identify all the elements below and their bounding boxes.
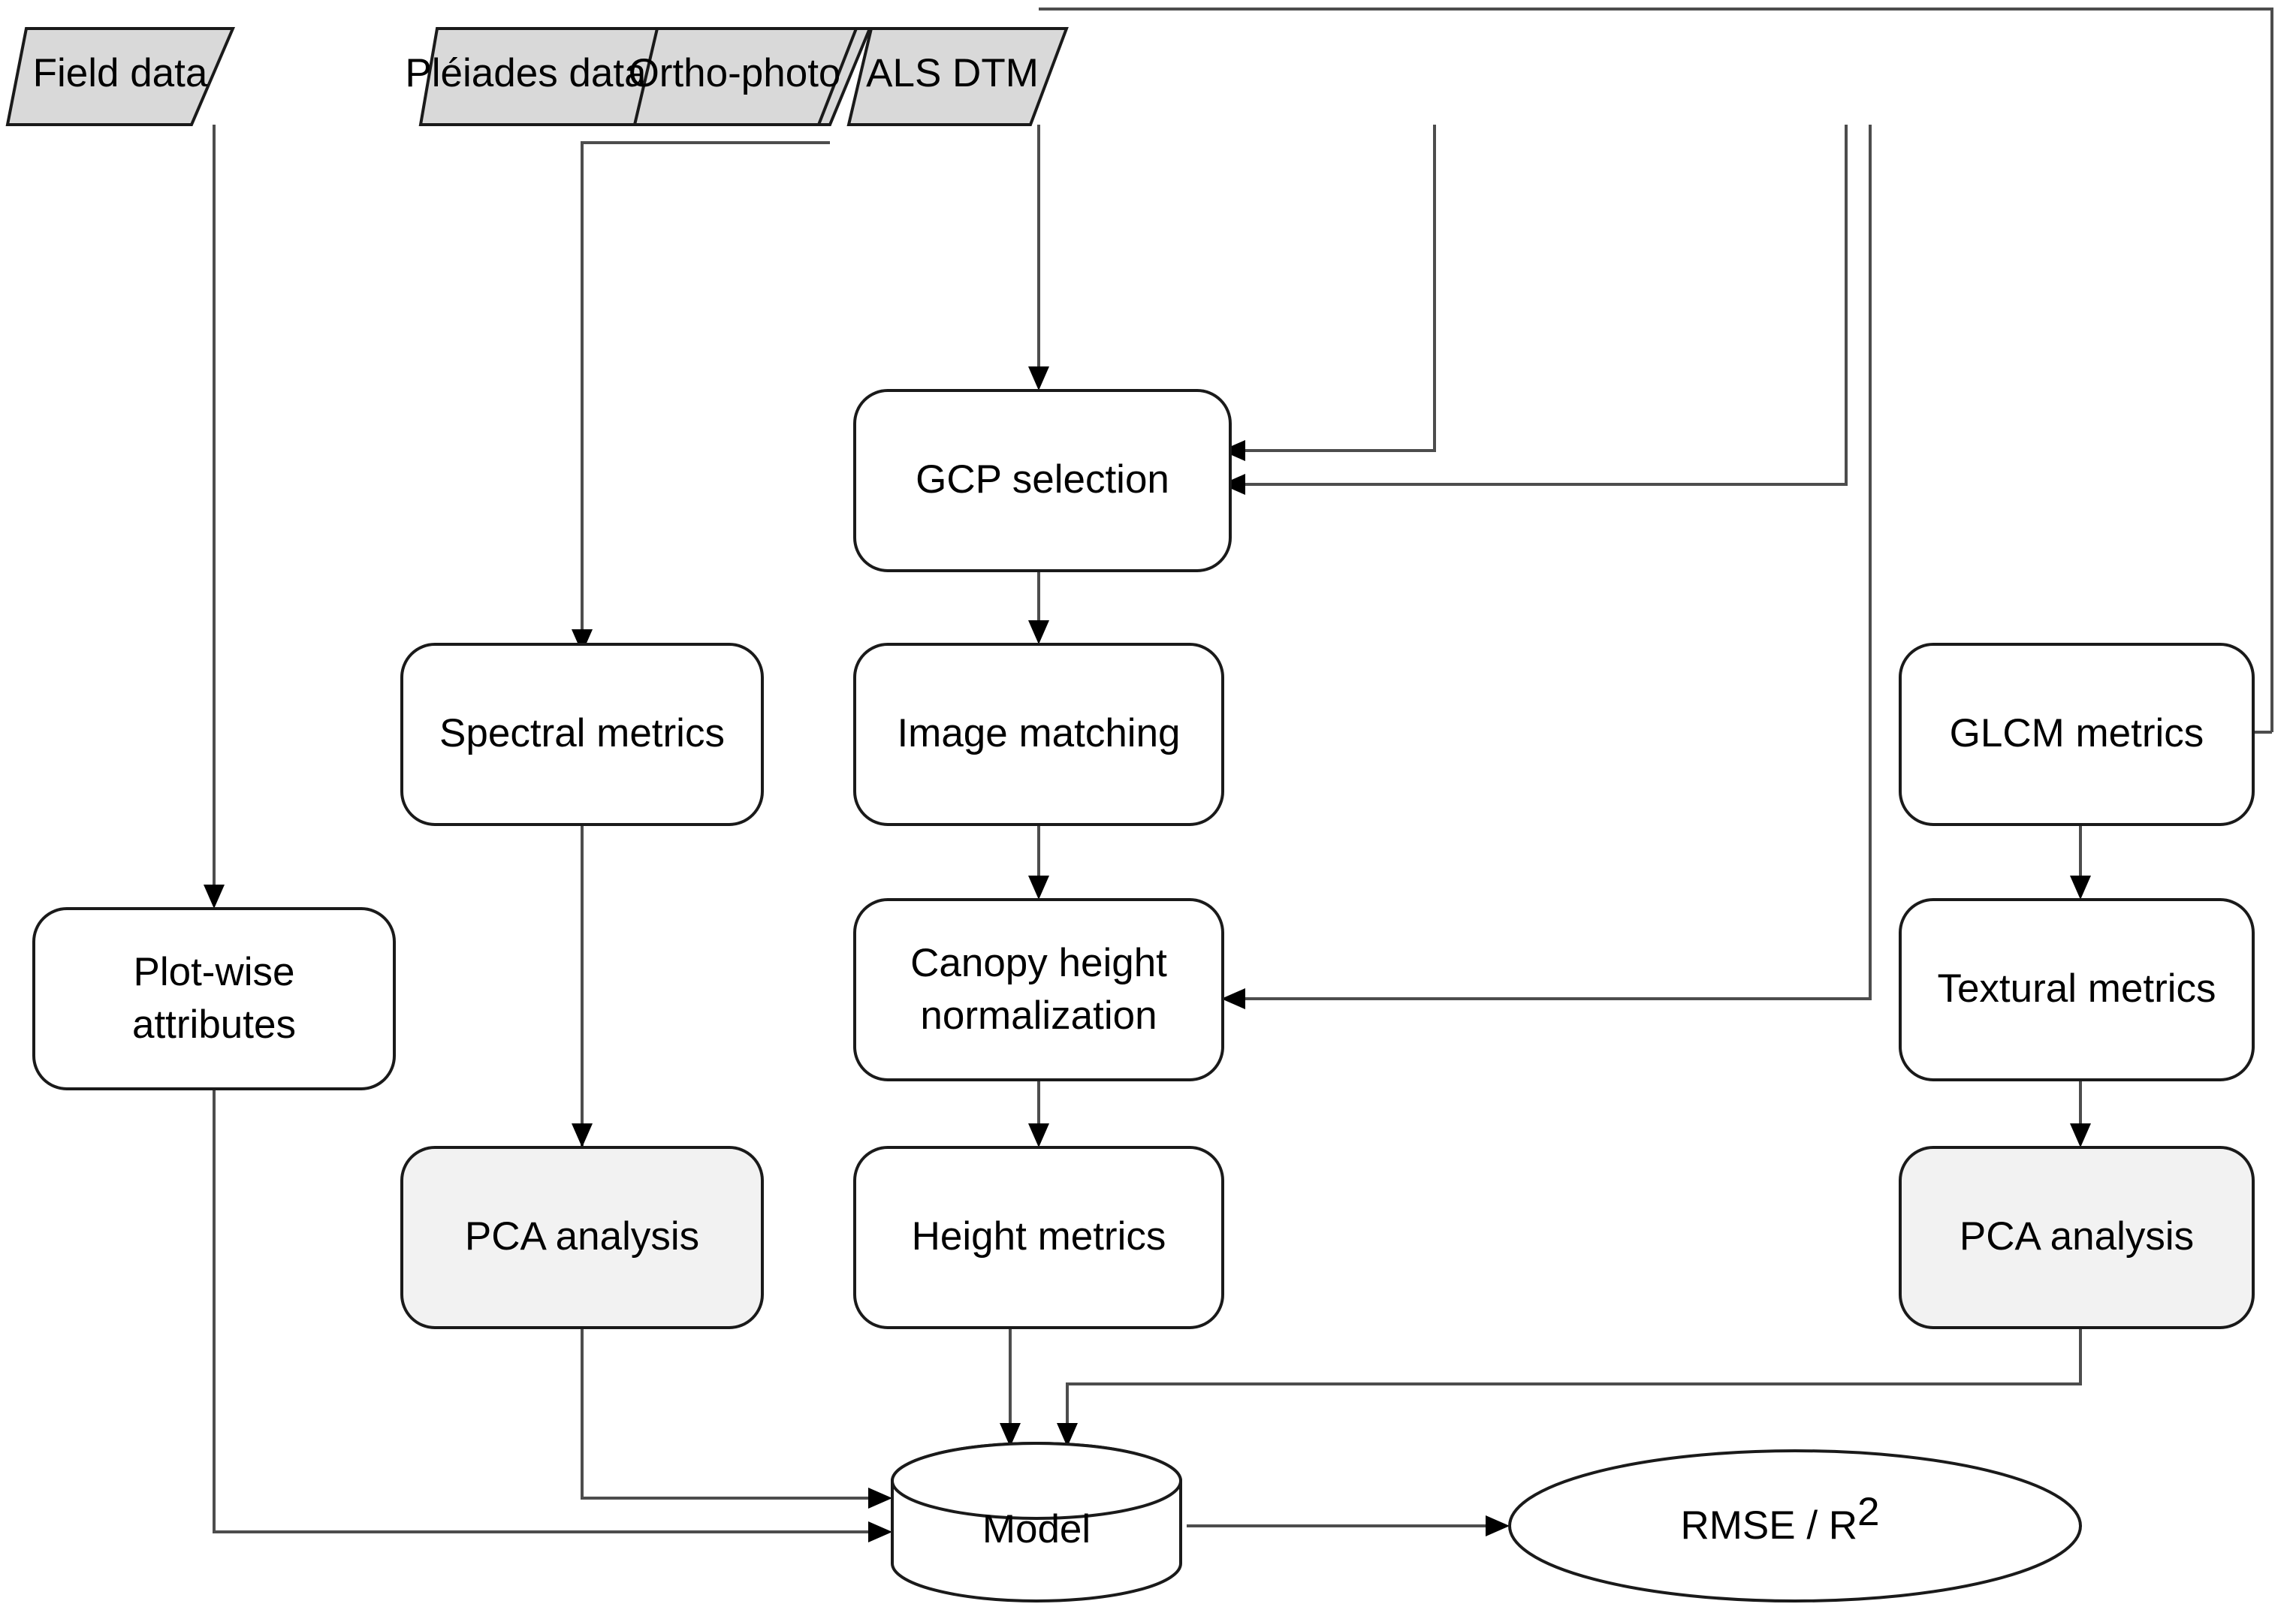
node-gcp-selection[interactable]: GCP selection [853,389,1232,572]
node-rmse-r2[interactable]: RMSE / R2 [1508,1449,2082,1602]
pca-analysis-left-shape [400,1146,764,1329]
edge-image-matching-to-canopy-height-normalization [1028,825,1049,900]
height-metrics-label: Height metrics [912,1214,1166,1259]
edge-pleiades-data-to-gcp-selection [1028,125,1049,390]
ortho-photo-shape [632,27,858,126]
gcp-selection-label: GCP selection [916,457,1169,502]
rmse-r2-shape [1508,1449,2082,1602]
rmse-r2-label: RMSE / R2 [1680,1490,1879,1548]
model-label: Model [982,1507,1091,1551]
node-model[interactable]: Model [891,1442,1182,1602]
edge-pca-analysis-right-to-model [1057,1328,2082,1447]
model-cylinder-top [891,1442,1182,1520]
edge-height-metrics-to-model [1000,1328,1021,1447]
node-field-data[interactable]: Field data [5,27,236,126]
node-als-dtm[interactable]: ALS DTM [846,27,1069,126]
plot-wise-attributes-label-line2: attributes [132,1002,296,1047]
node-spectral-metrics[interactable]: Spectral metrics [400,643,764,826]
image-matching-shape [853,643,1224,826]
spectral-metrics-shape [400,643,764,826]
edge-spectral-metrics-to-pca-analysis-left [572,825,593,1147]
canopy-height-normalization-label-line1: Canopy height [910,941,1167,985]
edge-pleiades-data-to-spectral-metrics [572,141,830,653]
ortho-photo-label: Ortho-photo [629,51,841,95]
pca-analysis-right-shape [1899,1146,2255,1329]
spectral-metrics-label: Spectral metrics [439,711,725,755]
node-image-matching[interactable]: Image matching [853,643,1224,826]
rmse-r2-label-superscript: 2 [1857,1490,1879,1534]
textural-metrics-shape [1899,898,2255,1081]
field-data-shape [5,27,236,126]
node-pca-analysis-right[interactable]: PCA analysis [1899,1146,2255,1329]
edge-layer [204,8,2273,1542]
edge-als-dtm-to-canopy-height-normalization [1221,125,1872,1009]
als-dtm-label: ALS DTM [866,51,1039,95]
plot-wise-attributes-label-line1: Plot-wise [133,950,294,994]
edge-textural-metrics-to-pca-analysis-right [2070,1080,2091,1147]
canopy-height-normalization-label-line2: normalization [920,993,1157,1038]
edge-als-dtm-to-glcm-metrics [1039,8,2273,743]
pca-analysis-left-label: PCA analysis [465,1214,699,1259]
node-glcm-metrics[interactable]: GLCM metrics [1899,643,2255,826]
node-pca-analysis-left[interactable]: PCA analysis [400,1146,764,1329]
height-metrics-shape [853,1146,1224,1329]
field-data-label: Field data [33,51,208,95]
als-dtm-shape [846,27,1069,126]
edge-canopy-height-normalization-to-height-metrics [1028,1080,1049,1147]
edge-gcp-selection-to-image-matching [1028,571,1049,644]
node-textural-metrics[interactable]: Textural metrics [1899,898,2255,1081]
pca-analysis-right-label: PCA analysis [1960,1214,2194,1259]
node-ortho-photo[interactable]: Ortho-photo [629,27,858,126]
node-height-metrics[interactable]: Height metrics [853,1146,1224,1329]
edge-plot-wise-attributes-to-model [213,1089,892,1542]
pleiades-data-label: Pléiades data [405,51,647,95]
canopy-height-normalization-shape [853,898,1224,1081]
image-matching-label: Image matching [897,711,1180,755]
edge-glcm-metrics-to-textural-metrics [2070,825,2091,900]
edge-ortho-photo-to-gcp-selection [1221,125,1436,461]
edge-als-dtm-to-gcp-selection [1221,125,1848,495]
edge-field-data-to-plot-wise-attributes [204,125,225,909]
glcm-metrics-label: GLCM metrics [1950,711,2204,755]
node-plot-wise-attributes[interactable]: Plot-wise attributes [32,907,396,1090]
edge-model-to-rmse-r2 [1187,1515,1510,1536]
plot-wise-attributes-shape [32,907,396,1090]
gcp-selection-shape [853,389,1232,572]
glcm-metrics-shape [1899,643,2255,826]
node-canopy-height-normalization[interactable]: Canopy height normalization [853,898,1224,1081]
textural-metrics-label: Textural metrics [1937,966,2216,1011]
rmse-r2-label-main: RMSE / R [1680,1503,1857,1548]
